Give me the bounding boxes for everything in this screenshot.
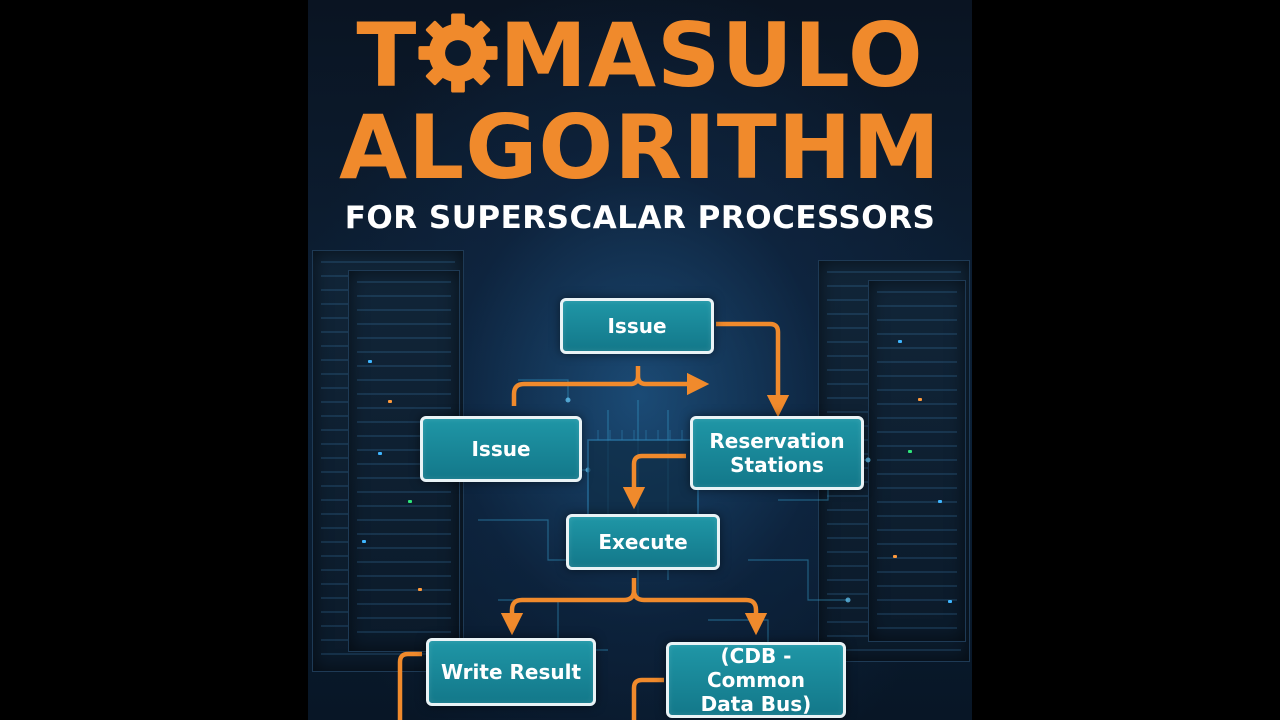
node-issue-left: Issue [420,416,582,482]
node-issue-top: Issue [560,298,714,354]
arrow-rs-to-execute [622,453,686,510]
poster: T MASULO ALGORITHM FOR SUPERSCALAR PROCE… [308,0,972,720]
node-write-result: Write Result [426,638,596,706]
arrow-execute-split-left [500,578,637,636]
server-rack-right-inner [868,280,966,642]
arrow-cdb-loop [631,677,664,720]
title-letter-t: T [356,4,418,107]
title-line-1: T MASULO [308,10,972,102]
arrow-execute-split-right [631,589,768,636]
arrow-issue-to-rs [716,321,790,418]
flow-arrows [397,321,790,720]
arrow-write-result-loop [397,651,422,720]
title-word-rest: MASULO [499,4,924,107]
subtitle: FOR SUPERSCALAR PROCESSORS [344,200,936,236]
node-reservation-stations: Reservation Stations [690,416,864,490]
node-cdb: (CDB - Common Data Bus) [666,642,846,718]
gear-icon [418,13,498,93]
node-execute: Execute [566,514,720,570]
arrow-issue-split [511,366,698,406]
title-line-2: ALGORITHM [339,96,941,199]
